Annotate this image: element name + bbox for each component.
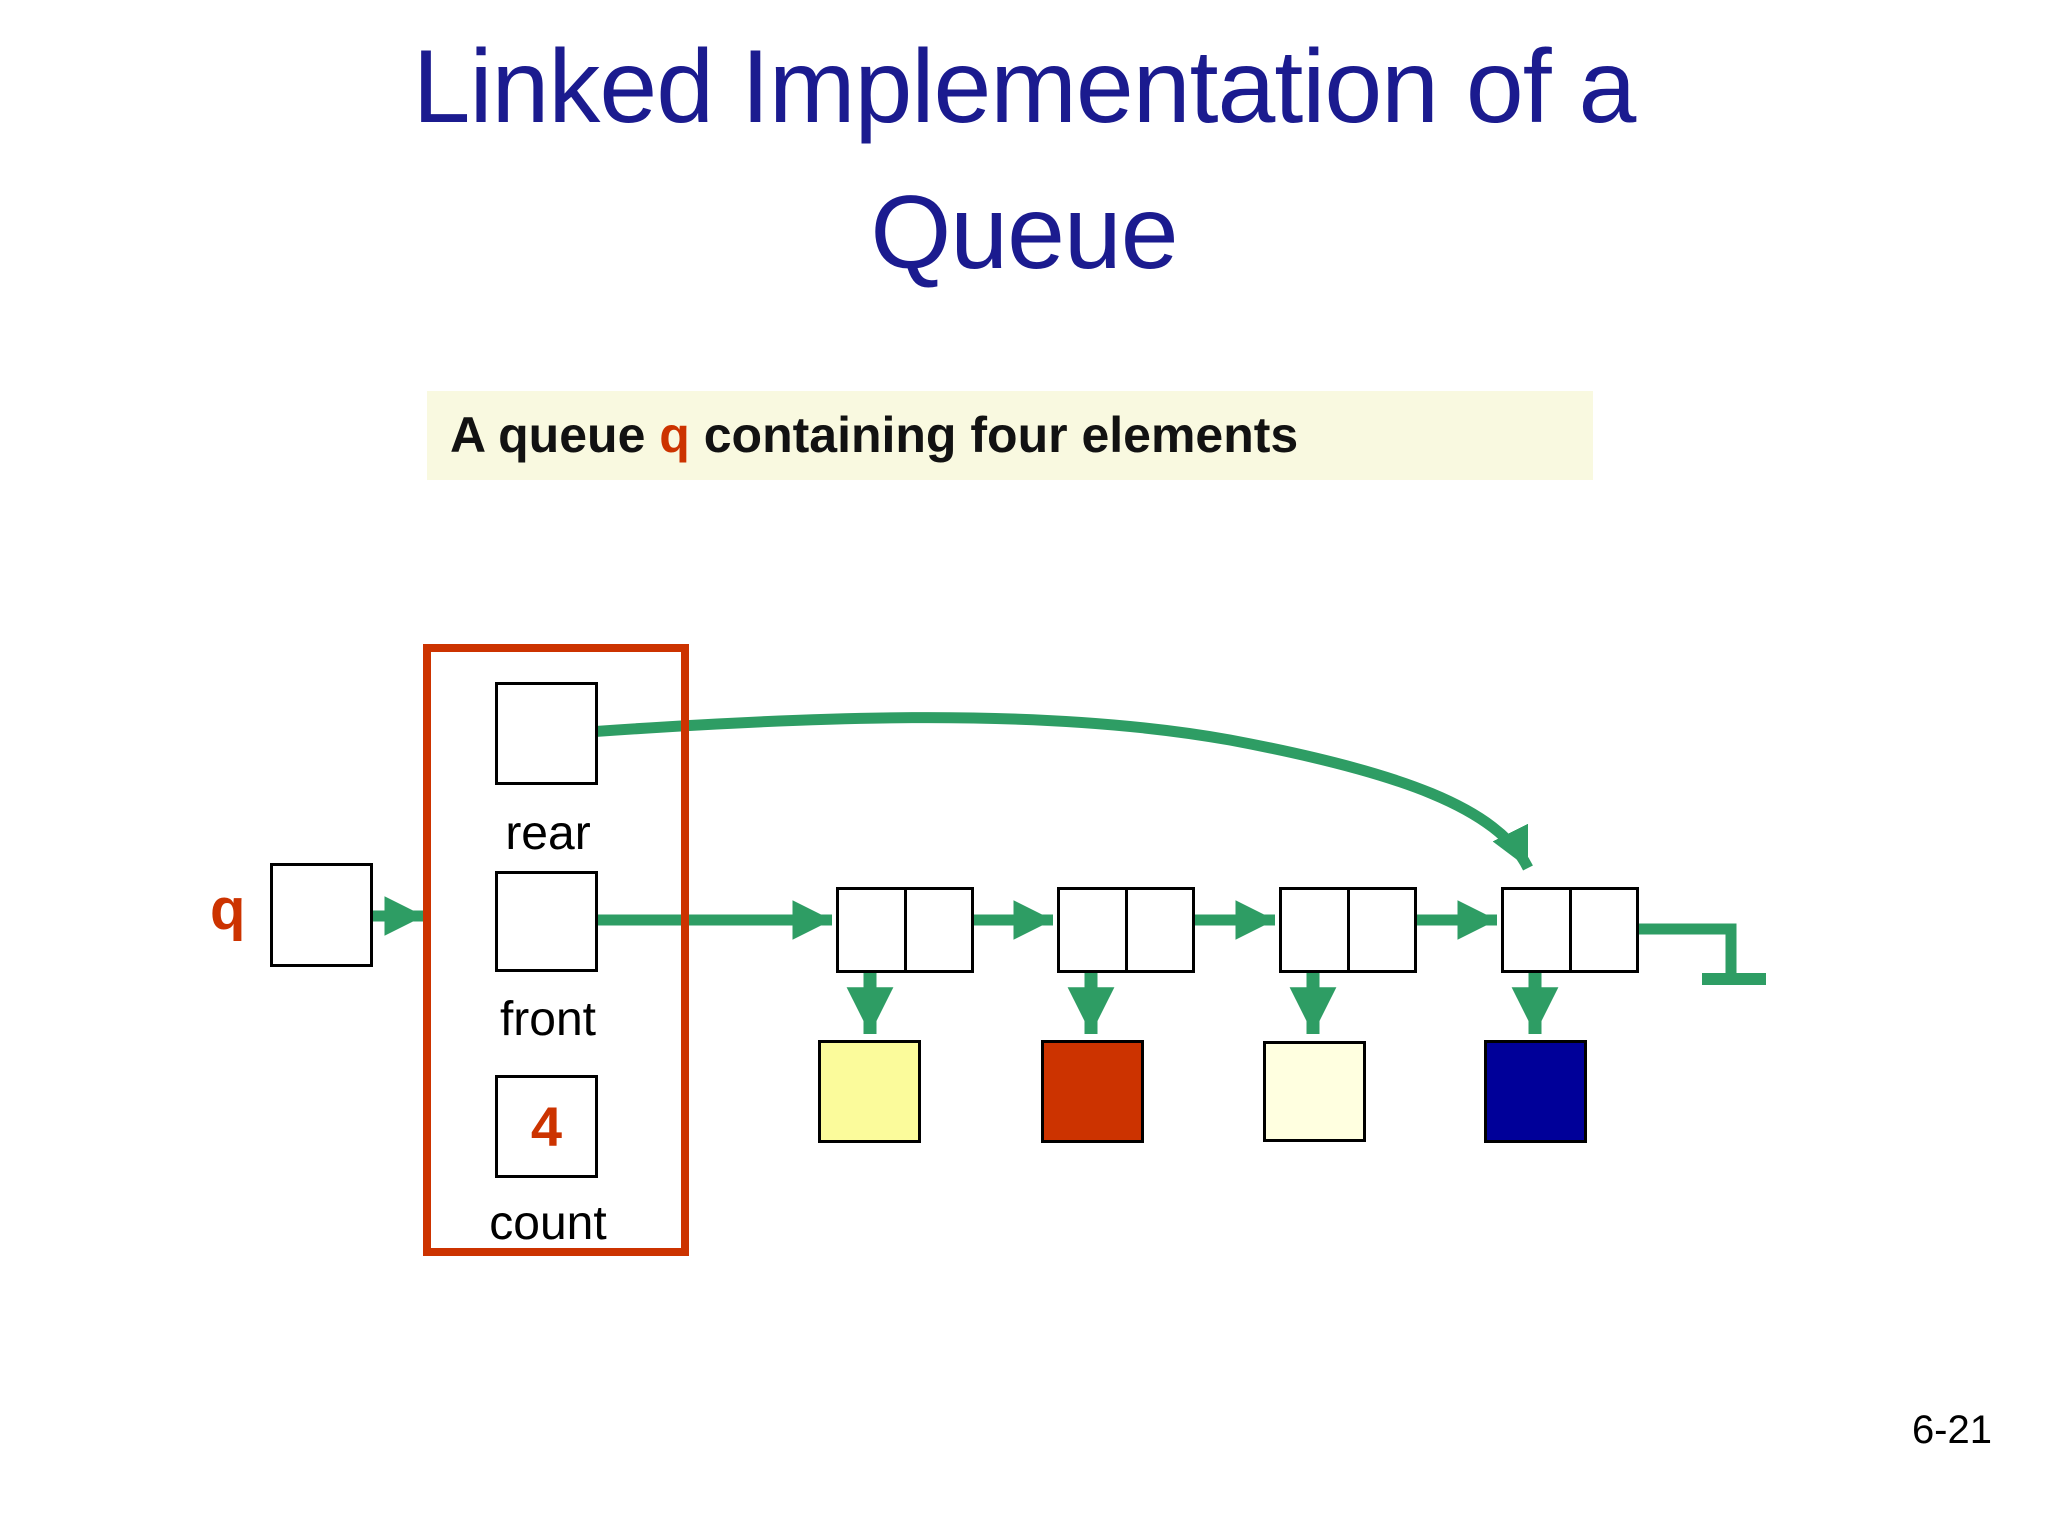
page-number: 6-21 [1911,1408,1992,1452]
slide-title-line2: Queue [870,175,1178,291]
list-node-3 [1279,887,1417,973]
element-square-3 [1263,1041,1366,1142]
list-node-2 [1057,887,1195,973]
queue-record-outline [423,644,689,1256]
caption-text-before: A queue [450,407,660,463]
next-pointer-cell [907,890,972,970]
caption-variable: q [659,407,690,463]
element-square-2 [1041,1040,1144,1143]
front-pointer-box [495,871,598,972]
count-box: 4 [495,1075,598,1178]
next-pointer-cell [1572,890,1637,970]
rear-field-label: rear [505,807,591,860]
next-pointer-cell [1350,890,1415,970]
element-pointer-cell [1060,890,1128,970]
queue-variable-box [270,863,373,967]
element-square-4 [1484,1040,1587,1143]
front-field-label: front [499,993,597,1046]
slide-title: Linked Implementation of a Queue [0,14,2048,306]
list-node-1 [836,887,974,973]
rear-pointer-box [495,682,598,785]
list-node-4 [1501,887,1639,973]
slide-title-line1: Linked Implementation of a [412,29,1637,145]
next-pointer-cell [1128,890,1193,970]
element-pointer-cell [1504,890,1572,970]
caption-text-after: containing four elements [689,407,1299,463]
element-square-1 [818,1040,921,1143]
count-field-label: count [489,1197,607,1250]
count-value: 4 [530,1095,563,1158]
rear-pointer-arrow [546,712,1533,871]
element-pointer-cell [839,890,907,970]
element-pointer-cell [1282,890,1350,970]
queue-variable-label: q [210,877,246,942]
caption-banner: A queue q containing four elements [427,391,1593,480]
